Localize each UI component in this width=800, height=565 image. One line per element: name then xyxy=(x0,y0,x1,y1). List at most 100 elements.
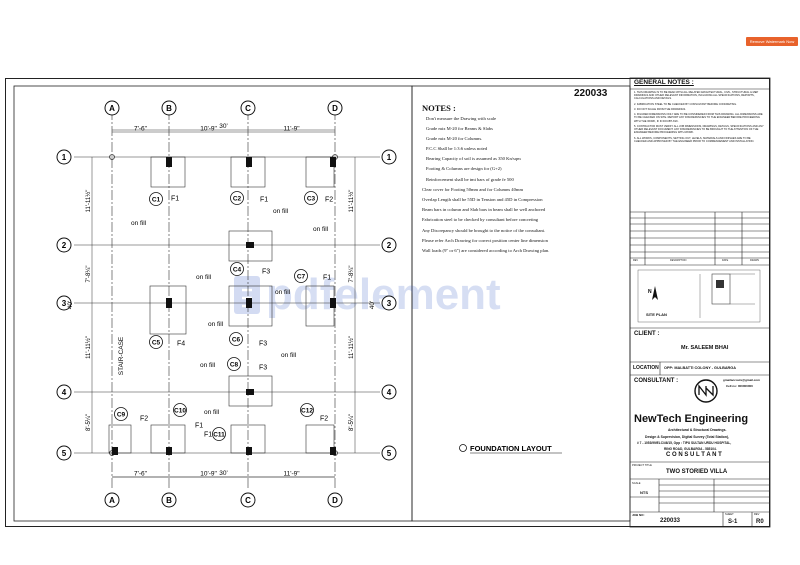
stair-case-label: STAIR-CASE xyxy=(118,336,125,375)
dimension-text: 11'-11½" xyxy=(85,190,92,213)
axis-bubble xyxy=(56,149,72,165)
firm-address: RING ROAD, GULBARGA - 585104. xyxy=(664,447,717,451)
column-tag: C2 xyxy=(233,196,242,203)
rev-header: DRAWN xyxy=(750,259,759,262)
footing-outline xyxy=(228,230,273,262)
client-label: CLIENT : xyxy=(634,331,660,337)
column-block xyxy=(166,298,172,308)
client-name: Mr. SALEEM BHAI xyxy=(681,345,729,351)
column-tag-circle xyxy=(294,269,308,283)
firm-name: NewTech Engineering xyxy=(634,413,749,425)
dimension-text: 11'-11½" xyxy=(85,336,92,359)
general-note-item: 2. FABRICATION STEEL TO BE CHECKED BY CO… xyxy=(634,102,737,106)
footing-label: F1 xyxy=(323,275,331,282)
notes-title: NOTES : xyxy=(422,103,456,113)
axis-label: 2 xyxy=(387,241,392,250)
north-arrow-icon xyxy=(652,286,658,300)
on-fill-label: on fill xyxy=(208,321,224,328)
column-tag-circle xyxy=(229,332,243,346)
grid-node xyxy=(332,154,338,160)
column-tag: C6 xyxy=(232,337,241,344)
general-notes-title: GENERAL NOTES : xyxy=(634,79,694,86)
drawing-sheet xyxy=(5,78,770,527)
sheet-number: S-1 xyxy=(728,519,738,525)
dimension-total: 30' xyxy=(219,123,227,130)
footing-outline xyxy=(305,424,335,454)
dimension-text: 10'-9" xyxy=(200,471,217,478)
dimension-text: 8'-5¼" xyxy=(349,414,355,431)
axis-label: C xyxy=(245,496,251,505)
rev-label: REV xyxy=(754,513,760,516)
title-block-lines xyxy=(630,88,770,527)
note-line: Fabrication steel to be checked by consu… xyxy=(422,217,539,223)
column-block xyxy=(330,447,336,455)
footing-label: F2 xyxy=(325,197,333,204)
column-tag: C7 xyxy=(297,274,306,281)
axis-bubble xyxy=(240,492,256,508)
dimension-text: 8'-5¼" xyxy=(86,414,92,431)
column-tag: C3 xyxy=(307,196,316,203)
grid-node xyxy=(332,450,338,456)
column-block xyxy=(246,447,252,455)
general-note-item: 1. THIS DRAWING IS TO BE READ WITH ALL R… xyxy=(634,91,759,101)
footing-outline xyxy=(228,375,273,407)
general-note-item: 6. ALL WORKS, COMPONENTS, SETTING OUT, L… xyxy=(634,136,755,143)
column-tag-circle xyxy=(300,403,314,417)
column-tag: C9 xyxy=(117,412,126,419)
note-line: Clear cover for Footing 50mm and for Col… xyxy=(422,186,524,192)
site-plan-label: SITE PLAN xyxy=(646,312,667,317)
column-block xyxy=(330,298,336,308)
note-line: Overlap Length shall be 55D in Tension a… xyxy=(422,197,543,202)
dimension-text: 11'-9" xyxy=(283,126,300,133)
general-note-item: 4. FIGURED DIMENSIONS ONLY ARE TO BE CON… xyxy=(634,113,763,123)
contact-email: gmailaccouts@gmail.com xyxy=(723,378,760,382)
note-line: Don't measure the Drawing with scale xyxy=(426,115,497,121)
on-fill-label: on fill xyxy=(204,409,220,416)
axis-bubble xyxy=(56,295,72,311)
axis-bubble xyxy=(56,384,72,400)
rev-header: DATE xyxy=(722,259,729,262)
column-tag: C12 xyxy=(301,408,313,415)
footing-label: F3 xyxy=(262,269,270,276)
general-note-item: 3. DO NOT SCALE FROM THE DRAWINGS. xyxy=(634,107,686,111)
axis-bubble xyxy=(381,384,397,400)
footing-label: F2 xyxy=(140,416,148,423)
remove-watermark-button[interactable]: Remove Watermark Now xyxy=(746,37,798,46)
dimension-total: 30' xyxy=(219,470,227,477)
column-tag: C4 xyxy=(233,267,242,274)
dimension-text: 11'-11½" xyxy=(348,190,355,213)
column-tag-circle xyxy=(230,262,244,276)
footing-label: F3 xyxy=(259,341,267,348)
footing-label: F1 xyxy=(204,432,212,439)
column-tag-circle xyxy=(114,407,128,421)
axis-bubble xyxy=(381,149,397,165)
footing-outline xyxy=(305,156,335,188)
drawing-title: FOUNDATION LAYOUT xyxy=(470,444,552,453)
axis-label: 5 xyxy=(62,449,67,458)
column-tag-circle xyxy=(304,191,318,205)
axis-label: 1 xyxy=(387,153,392,162)
axis-bubble xyxy=(381,445,397,461)
on-fill-label: on fill xyxy=(275,289,291,296)
axis-bubble xyxy=(327,492,343,508)
column-tag-circle xyxy=(212,427,226,441)
job-number: 220033 xyxy=(660,518,681,524)
axis-bubble xyxy=(381,237,397,253)
firm-tagline: C O N S U L T A N T xyxy=(666,452,722,458)
column-tag: C5 xyxy=(152,340,161,347)
column-block xyxy=(330,157,336,167)
dimension-text: 7'-8¼" xyxy=(86,266,92,283)
pdfelement-watermark xyxy=(234,276,260,314)
sheet-label: SHEET xyxy=(725,513,734,516)
footing-outline xyxy=(149,285,187,335)
rev-header: DESCRIPTION xyxy=(670,259,687,262)
axis-label: 4 xyxy=(387,388,392,397)
on-fill-label: on fill xyxy=(196,274,212,281)
column-tag: C11 xyxy=(213,432,225,439)
scale-label: SCALE xyxy=(632,482,641,485)
footing-label: F4 xyxy=(177,341,185,348)
axis-label: C xyxy=(245,104,251,113)
dimension-text: 7'-8¼" xyxy=(349,266,355,283)
note-line: Please refer Arch Drawing for correct po… xyxy=(422,237,548,243)
note-line: Bearing Capacity of soil is assumed as 3… xyxy=(426,156,521,162)
